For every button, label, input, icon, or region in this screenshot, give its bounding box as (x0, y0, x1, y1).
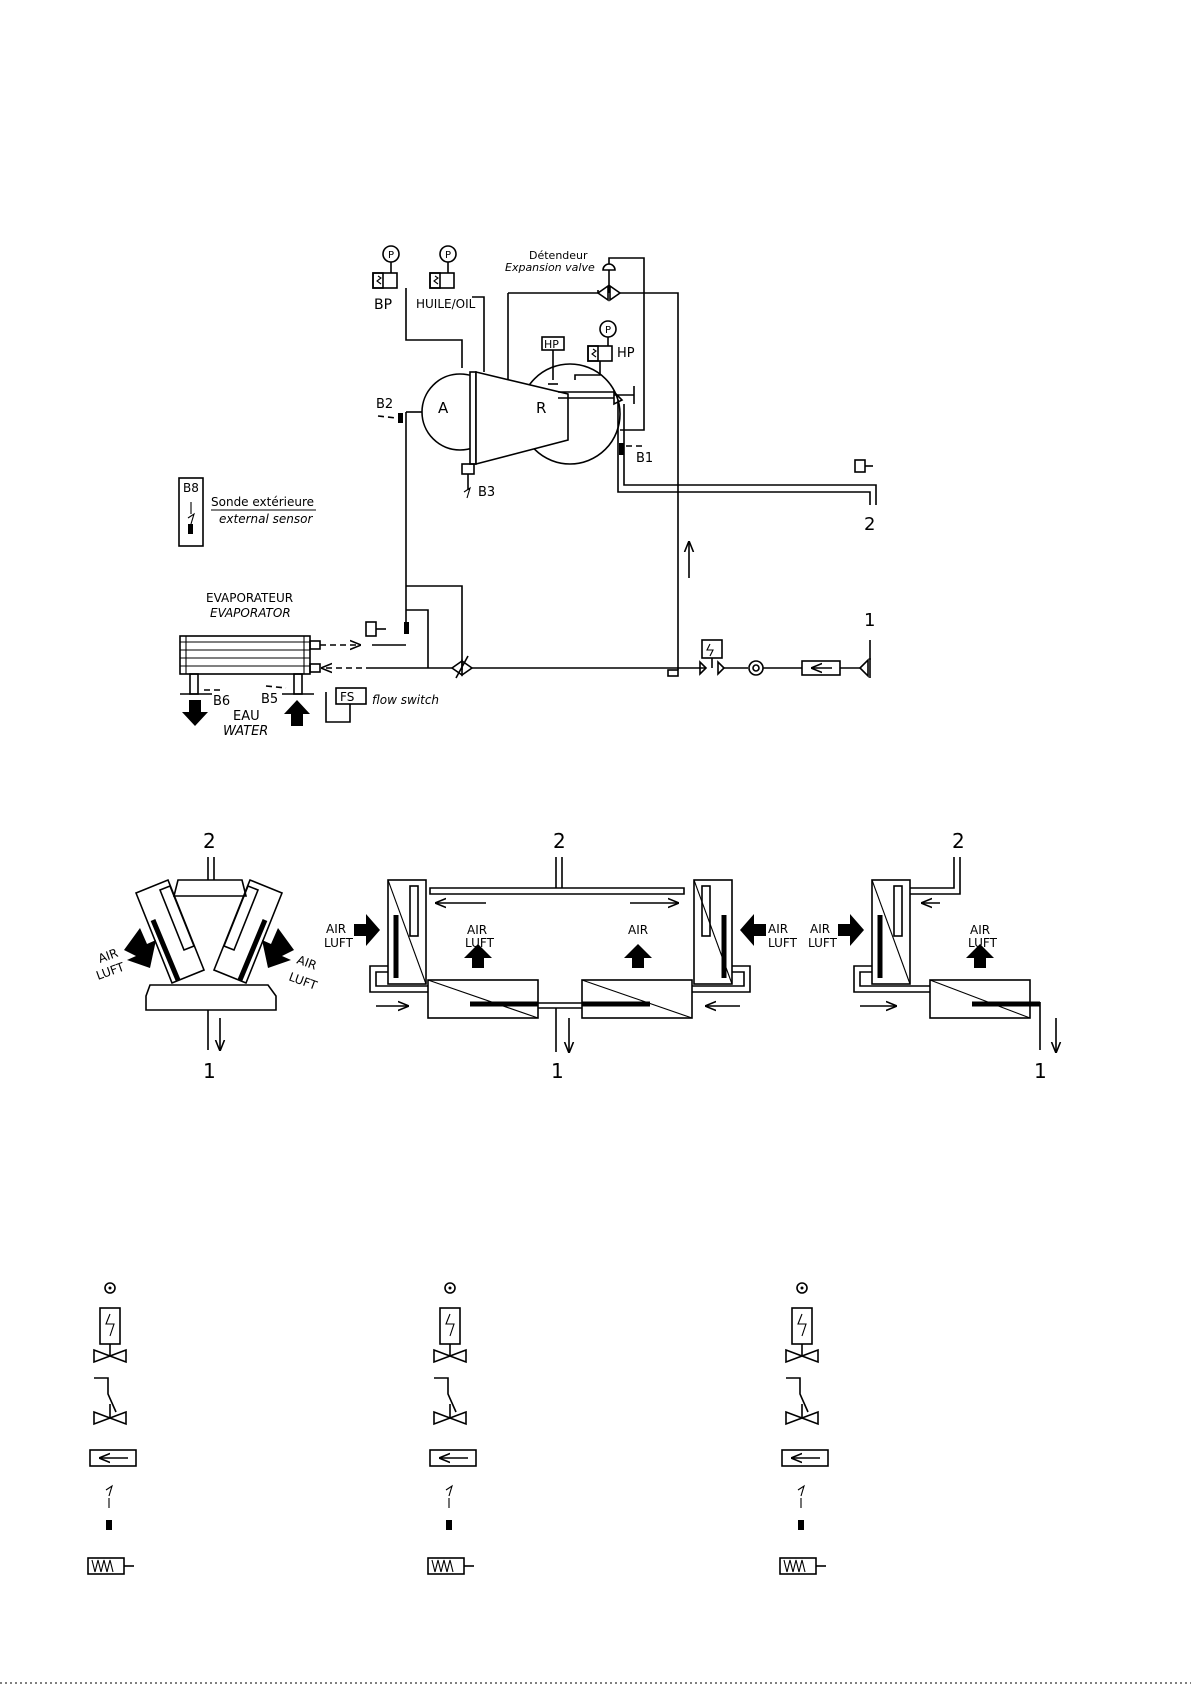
legend-column-1 (88, 1283, 136, 1574)
svg-text:LUFT: LUFT (808, 936, 838, 950)
legend-column-2 (428, 1283, 476, 1574)
b2-label: B2 (376, 397, 393, 412)
port-1-label: 1 (1034, 1059, 1047, 1083)
condenser-v-type: 2 AIR LUFT AIR LUFT 1 (94, 829, 319, 1083)
svg-text:HP: HP (544, 338, 559, 351)
temperature-probe-icon (446, 1486, 452, 1508)
oil-label: HUILE/OIL (416, 297, 476, 311)
compressor: A R (422, 364, 620, 474)
b1-label: B1 (636, 451, 653, 466)
svg-text:P: P (388, 250, 394, 261)
b5-label: B5 (261, 692, 278, 707)
port-1-label: 1 (864, 610, 875, 631)
port-1-label: 1 (551, 1059, 564, 1083)
bp-pressure-switch: P BP (373, 246, 399, 313)
legend-column-3 (780, 1283, 828, 1574)
svg-text:AIR: AIR (326, 922, 346, 936)
bp-label: BP (374, 297, 392, 313)
legend-symbols (88, 1283, 828, 1574)
air-arrow-icon (838, 914, 864, 946)
expansion-valve-icon (94, 1378, 116, 1412)
condenser-l-type: 2 1 AIR LUFT AIR LUFT (808, 829, 1056, 1083)
port-1-label: 1 (203, 1059, 216, 1083)
evaporateur-label: EVAPORATEUR (206, 591, 293, 605)
external-sensor-label: external sensor (219, 512, 313, 526)
air-arrow-icon (262, 928, 294, 968)
solenoid-valve-icon (440, 1308, 460, 1344)
svg-text:LUFT: LUFT (287, 970, 320, 993)
b6-label: B6 (213, 694, 230, 709)
svg-text:AIR: AIR (295, 953, 319, 973)
compressor-r-label: R (536, 399, 546, 417)
port-2-label: 2 (952, 829, 965, 853)
svg-text:AIR: AIR (768, 922, 788, 936)
water-out-arrow-icon (182, 700, 208, 726)
air-arrow-icon (740, 914, 766, 946)
water-in-arrow-icon (284, 700, 310, 726)
svg-text:LUFT: LUFT (768, 936, 798, 950)
svg-text:P: P (605, 325, 611, 336)
eau-label: EAU (233, 709, 260, 724)
sonde-label: Sonde extérieure (211, 495, 314, 509)
solenoid-valve-icon (100, 1308, 120, 1344)
expansion-valve-icon (786, 1378, 808, 1412)
svg-text:AIR: AIR (467, 923, 487, 937)
port-2-label: 2 (203, 829, 216, 853)
temperature-probe-icon (106, 1486, 112, 1508)
b3-label: B3 (478, 485, 495, 500)
solenoid-valve-icon (702, 640, 722, 658)
svg-text:AIR: AIR (970, 923, 990, 937)
external-sensor: B8 Sonde extérieure external sensor (179, 478, 316, 546)
port-2-label: 2 (553, 829, 566, 853)
evaporator: EVAPORATEUR EVAPORATOR B6 B5 EAU (180, 591, 372, 739)
evaporator-label: EVAPORATOR (210, 606, 291, 620)
port-2-label: 2 (864, 514, 875, 535)
svg-text:P: P (445, 250, 451, 261)
solenoid-valve-icon (792, 1308, 812, 1344)
air-arrow-icon (624, 944, 652, 968)
refrigeration-schematic: P BP P HUILE/OIL A R (179, 246, 876, 739)
water-label: WATER (223, 724, 268, 739)
expansion-valve-label: Expansion valve (505, 261, 595, 274)
b8-label: B8 (183, 481, 199, 495)
oil-pressure-switch: P HUILE/OIL (416, 246, 476, 311)
air-arrow-icon (124, 928, 156, 968)
compressor-a-label: A (438, 399, 449, 417)
condenser-configurations: 2 AIR LUFT AIR LUFT 1 2 (94, 829, 1056, 1083)
sight-glass-icon (749, 661, 763, 675)
expansion-valve-icon (434, 1378, 456, 1412)
condenser-h-type: 2 1 AI (324, 829, 798, 1083)
flow-switch-label: flow switch (372, 693, 439, 707)
hp-label: HP (617, 346, 635, 361)
svg-text:AIR: AIR (810, 922, 830, 936)
svg-text:LUFT: LUFT (324, 936, 354, 950)
air-arrow-icon (354, 914, 380, 946)
temperature-probe-icon (798, 1486, 804, 1508)
svg-text:FS: FS (340, 690, 354, 704)
svg-text:AIR: AIR (628, 923, 648, 937)
